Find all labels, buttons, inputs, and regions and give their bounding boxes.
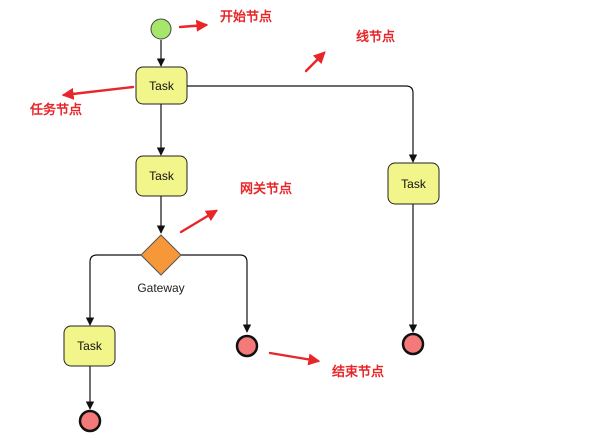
connectors	[85, 40, 418, 410]
annotation-end-label: 结束节点	[332, 364, 384, 380]
task-node-2-label: Task	[149, 169, 175, 183]
flow-task1-to-task3	[187, 85, 418, 163]
annotation-arrow-gateway	[179, 209, 219, 234]
gateway-label: Gateway	[137, 281, 184, 295]
annotation-gateway-label: 网关节点	[240, 181, 292, 197]
task-node-3[interactable]: Task	[387, 162, 440, 205]
task-node-4[interactable]: Task	[63, 325, 116, 367]
flow-gateway-to-task4	[85, 254, 141, 326]
start-event[interactable]	[150, 18, 172, 40]
task-node-1[interactable]: Task	[135, 66, 188, 105]
annotation-line-label: 线节点	[356, 29, 395, 45]
task-node-2[interactable]: Task	[135, 155, 188, 197]
task-node-4-label: Task	[77, 339, 103, 353]
end-event-3[interactable]	[401, 332, 425, 356]
annotation-arrow-line	[304, 51, 326, 73]
annotations	[61, 19, 326, 366]
annotation-task-label: 任务节点	[29, 102, 82, 118]
annotation-arrow-end	[268, 351, 321, 366]
task-node-1-label: Task	[149, 79, 175, 93]
end-event-1[interactable]	[235, 334, 259, 358]
annotation-start-label: 开始节点	[220, 9, 272, 25]
annotation-arrow-start	[178, 19, 209, 32]
task-node-3-label: Task	[401, 177, 427, 191]
annotation-arrow-task	[61, 85, 135, 100]
end-event-2[interactable]	[78, 409, 102, 433]
flow-gateway-to-end1	[181, 254, 252, 333]
gateway-node[interactable]	[140, 234, 182, 276]
